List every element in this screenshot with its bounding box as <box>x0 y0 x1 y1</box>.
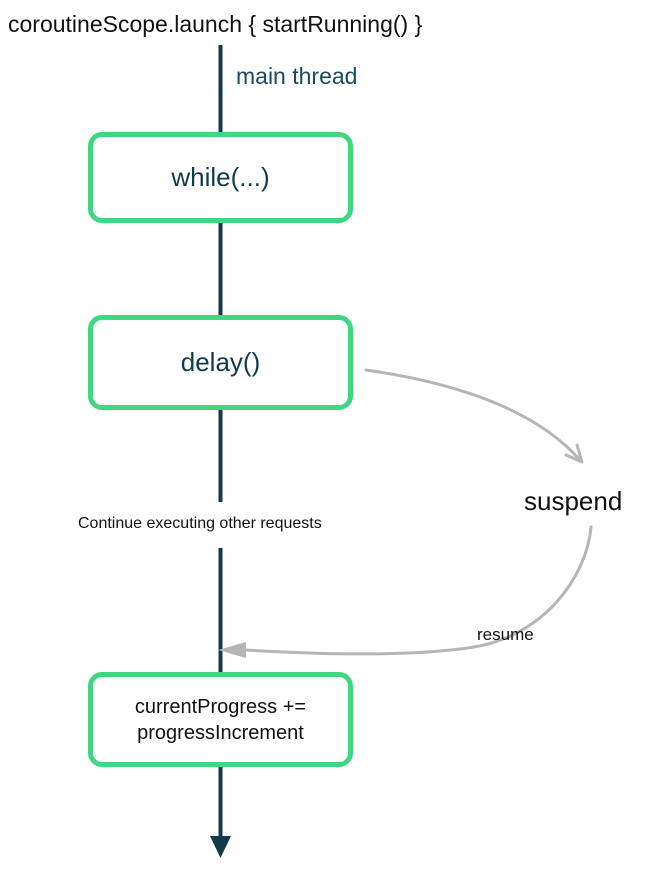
down-arrowhead-icon <box>210 836 231 858</box>
progress-update-line1: currentProgress += <box>134 695 307 718</box>
progress-update-node: currentProgress += progressIncrement <box>88 672 353 767</box>
while-loop-node-label: while(...) <box>171 162 270 192</box>
suspend-arrow-curve <box>364 368 582 462</box>
while-loop-node: while(...) <box>88 132 353 223</box>
resume-arrow-curve <box>244 525 593 656</box>
delay-call-node-label: delay() <box>180 347 261 377</box>
delay-call-node: delay() <box>88 315 353 410</box>
code-title: coroutineScope.launch { startRunning() } <box>8 11 423 37</box>
suspend-label: suspend <box>524 486 623 516</box>
suspend-arrowhead-icon <box>564 443 584 464</box>
continue-executing-label: Continue executing other requests <box>78 515 322 532</box>
resume-label: resume <box>477 625 534 644</box>
resume-arrowhead-icon <box>218 642 246 658</box>
main-thread-label: main thread <box>236 63 358 89</box>
progress-update-line2: progressIncrement <box>137 721 304 744</box>
